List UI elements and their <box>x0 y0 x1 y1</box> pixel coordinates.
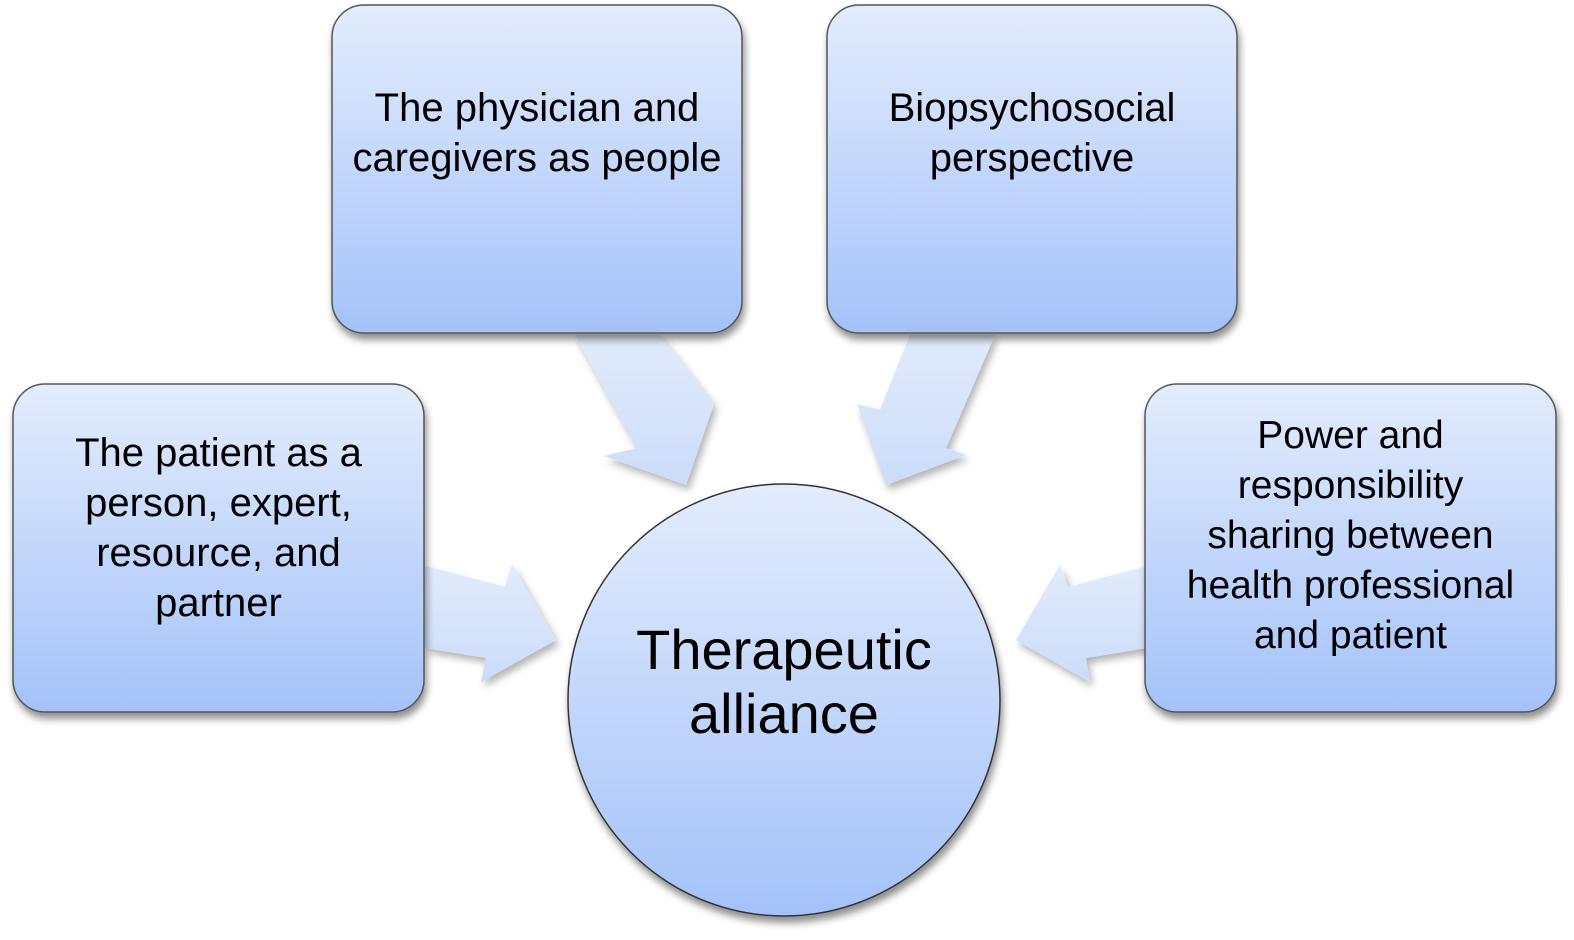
node-label-top-right: Biopsychosocial perspective <box>888 86 1176 180</box>
node-label-left: The patient as a person, expert, resourc… <box>75 431 362 625</box>
node-label-right: Power and responsibility sharing between… <box>1186 414 1515 657</box>
center-circle <box>567 483 1001 917</box>
arrow-right-to-center <box>1016 565 1147 682</box>
node-box-left <box>12 383 425 713</box>
node-box-top-right <box>826 4 1238 334</box>
arrow-top-left-to-center <box>575 335 714 485</box>
arrow-top-right-to-center <box>857 335 995 485</box>
center-label: Therapeutic alliance <box>636 618 932 745</box>
node-box-top-left <box>331 4 743 334</box>
arrow-left-to-center <box>425 564 556 682</box>
node-label-top-left: The physician and caregivers as people <box>352 86 722 180</box>
node-box-right <box>1144 383 1557 713</box>
